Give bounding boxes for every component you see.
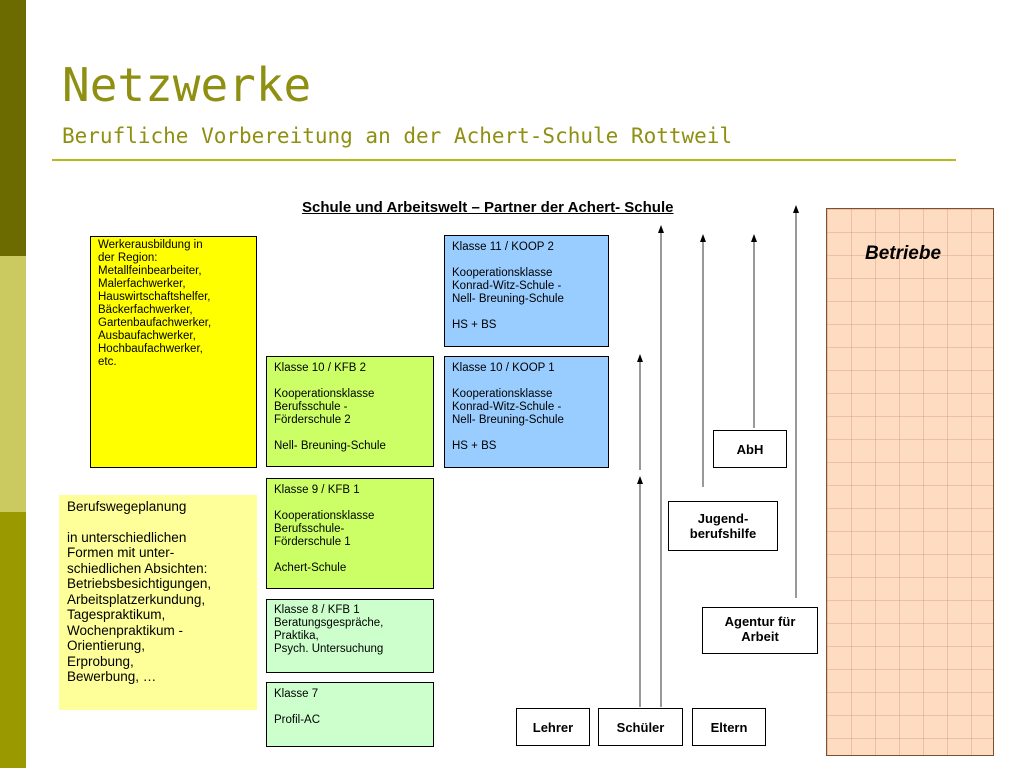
berufsweg-line: Wochenpraktikum -	[67, 622, 184, 638]
klasse8-kfb1-box: Klasse 8 / KFB 1 Beratungsgespräche, Pra…	[266, 599, 434, 673]
berufsweg-line: in unterschiedlichen	[67, 529, 187, 545]
schueler-label: Schüler	[616, 719, 665, 735]
schueler-box: Schüler	[598, 708, 683, 746]
box-line: Berufsschule-	[274, 523, 345, 535]
werker-line: Werkerausbildung in	[98, 239, 203, 251]
box-line: Beratungsgespräche,	[274, 617, 384, 629]
box-line: Kooperationsklasse	[452, 267, 553, 279]
betriebe-label: Betriebe	[865, 243, 942, 264]
agentur-fuer-arbeit-box: Agentur für Arbeit	[702, 607, 818, 654]
box-heading: Klasse 10 / KOOP 1	[452, 362, 555, 374]
berufsweg-line: Erprobung,	[67, 653, 134, 669]
jugend-line: Jugend-	[697, 511, 749, 526]
klasse9-kfb1-box: Klasse 9 / KFB 1 Kooperationsklasse Beru…	[266, 478, 434, 589]
box-line: Konrad-Witz-Schule -	[452, 280, 562, 292]
werker-line: der Region:	[98, 252, 158, 264]
page-title: Netzwerke	[62, 58, 312, 112]
klasse7-box: Klasse 7 Profil-AC	[266, 682, 434, 747]
werkerausbildung-box: Werkerausbildung in der Region: Metallfe…	[90, 236, 257, 468]
box-footer: Profil-AC	[274, 714, 321, 726]
box-heading: Klasse 9 / KFB 1	[274, 484, 360, 496]
sidebar-stripe-bottom	[0, 512, 26, 768]
abh-box: AbH	[713, 430, 787, 468]
sidebar-stripe-middle	[0, 256, 26, 512]
box-line: Kooperationsklasse	[274, 388, 375, 400]
jugend-line: berufshilfe	[689, 526, 757, 541]
werker-line: Metallfeinbearbeiter,	[98, 265, 202, 277]
box-line: Förderschule 1	[274, 536, 351, 548]
box-line: Förderschule 2	[274, 414, 351, 426]
agentur-line: Agentur für	[724, 614, 796, 629]
werker-line: Gartenbaufachwerker,	[98, 317, 212, 329]
box-line: Nell- Breuning-Schule	[452, 414, 564, 426]
klasse10-koop1-box: Klasse 10 / KOOP 1 Kooperationsklasse Ko…	[444, 356, 609, 468]
werker-line: Bäckerfachwerker,	[98, 304, 193, 316]
title-divider	[52, 159, 956, 161]
werker-line: Ausbaufachwerker,	[98, 330, 196, 342]
agentur-line: Arbeit	[741, 629, 779, 644]
box-heading: Klasse 7	[274, 688, 319, 700]
box-line: Berufsschule -	[274, 401, 348, 413]
abh-label: AbH	[736, 441, 764, 457]
berufsweg-heading: Berufswegeplanung	[67, 499, 187, 514]
berufsweg-line: Tagespraktikum,	[67, 607, 166, 622]
lehrer-label: Lehrer	[532, 719, 574, 735]
eltern-box: Eltern	[692, 708, 766, 746]
klasse10-kfb2-box: Klasse 10 / KFB 2 Kooperationsklasse Ber…	[266, 356, 434, 467]
werker-line: Malerfachwerker,	[98, 278, 186, 290]
page-subtitle: Berufliche Vorbereitung an der Achert-Sc…	[62, 124, 733, 148]
betriebe-panel: Betriebe	[826, 208, 994, 756]
box-line: Nell- Breuning-Schule	[452, 293, 564, 305]
box-heading: Klasse 8 / KFB 1	[274, 604, 360, 616]
werker-line: etc.	[98, 356, 117, 368]
box-footer: HS + BS	[452, 440, 497, 452]
box-footer: Achert-Schule	[274, 562, 347, 574]
box-line: Praktika,	[274, 630, 319, 642]
box-line: Kooperationsklasse	[274, 510, 375, 522]
berufsweg-line: Formen mit unter-	[67, 545, 175, 560]
box-footer: HS + BS	[452, 319, 497, 331]
box-heading: Klasse 11 / KOOP 2	[452, 241, 554, 253]
berufsweg-line: Betriebsbesichtigungen,	[67, 576, 212, 591]
berufsweg-line: Orientierung,	[67, 638, 146, 653]
eltern-label: Eltern	[710, 719, 748, 735]
box-heading: Klasse 10 / KFB 2	[274, 362, 367, 374]
berufsweg-line: schiedlichen Absichten:	[67, 560, 208, 576]
jugendberufshilfe-box: Jugend- berufshilfe	[668, 501, 778, 551]
berufswegeplanung-box: Berufswegeplanung in unterschiedlichen F…	[59, 495, 257, 710]
klasse11-koop2-box: Klasse 11 / KOOP 2 Kooperationsklasse Ko…	[444, 235, 609, 347]
box-line: Psych. Untersuchung	[274, 643, 384, 655]
box-line: Konrad-Witz-Schule -	[452, 401, 562, 413]
sidebar-stripe-top	[0, 0, 26, 256]
berufsweg-line: Bewerbung, …	[67, 669, 157, 684]
lehrer-box: Lehrer	[516, 708, 590, 746]
box-footer: Nell- Breuning-Schule	[274, 440, 386, 452]
werker-line: Hochbaufachwerker,	[98, 343, 203, 355]
diagram-title: Schule und Arbeitswelt – Partner der Ach…	[302, 199, 674, 216]
box-line: Kooperationsklasse	[452, 388, 553, 400]
berufsweg-line: Arbeitsplatzerkundung,	[67, 591, 206, 607]
werker-line: Hauswirtschaftshelfer,	[98, 291, 211, 303]
